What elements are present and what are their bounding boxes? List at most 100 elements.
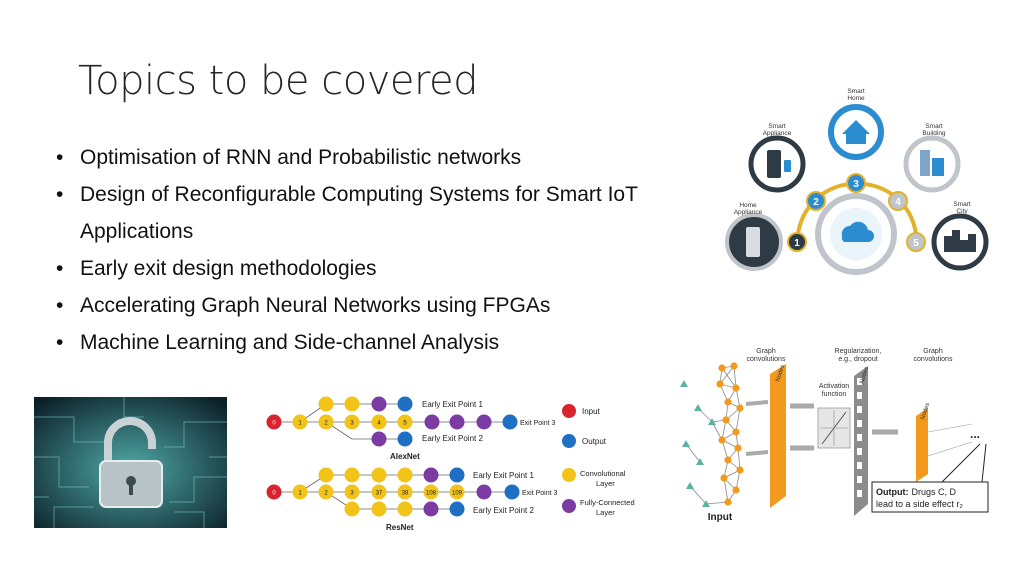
connector [927, 441, 973, 457]
city-icon [944, 230, 976, 252]
graph-node-triangle [680, 380, 688, 387]
graph-node [732, 486, 740, 494]
graph-node [730, 362, 738, 370]
arrow [745, 450, 769, 456]
badge-5: 5 [906, 232, 926, 252]
smart-fridge-icon [767, 150, 781, 178]
conv-node: 4 [371, 414, 387, 430]
fc-node [424, 414, 440, 430]
alexnet-exit1-label: Early Exit Point 1 [422, 400, 483, 409]
graph-node [718, 436, 726, 444]
conv-node [344, 467, 360, 483]
svg-text:3: 3 [853, 179, 859, 190]
dropout-holes [857, 378, 862, 497]
dropout-hole [857, 406, 862, 413]
svg-text:3: 3 [350, 491, 354, 497]
smart-appliance-node [748, 135, 806, 193]
graph-node-triangle [702, 500, 710, 507]
conv-node [397, 501, 413, 517]
alexnet-label: AlexNet [390, 452, 420, 461]
conv-node: 3 [344, 414, 360, 430]
input-node: 0 [266, 414, 282, 430]
svg-text:4: 4 [377, 421, 381, 427]
dropout-hole [857, 434, 862, 441]
svg-text:2: 2 [324, 421, 328, 427]
output-node [502, 414, 518, 430]
resnet-exit1-label: Early Exit Point 1 [473, 471, 534, 480]
fc-node [371, 431, 387, 447]
output-pointer [981, 443, 987, 483]
graph-node-triangle [694, 404, 702, 411]
legend-output-swatch [562, 434, 576, 448]
svg-text:1: 1 [298, 421, 302, 427]
legend-conv-swatch [562, 468, 576, 482]
lock-shackle [104, 417, 156, 463]
badge-4: 4 [888, 191, 908, 211]
output-node [449, 501, 465, 517]
fc-node [476, 414, 492, 430]
graph-node [734, 444, 742, 452]
conv-node: 1 [292, 484, 308, 500]
conv-node: 108 [423, 484, 439, 500]
ellipsis: ... [970, 427, 980, 441]
smart-city-node [931, 213, 989, 271]
bullet-item: •Design of Reconfigurable Computing Syst… [56, 176, 716, 250]
graph-node-triangle [708, 418, 716, 425]
svg-text:2: 2 [324, 491, 328, 497]
graph-node-triangle [682, 440, 690, 447]
bullet-item: •Accelerating Graph Neural Networks usin… [56, 287, 716, 324]
cloud-icon [841, 221, 874, 242]
fc-node [449, 414, 465, 430]
smart-building-node [903, 135, 961, 193]
graph-node [722, 416, 730, 424]
bullet-marker: • [56, 183, 64, 206]
resnet-exit2-label: Early Exit Point 2 [473, 506, 534, 515]
conv-node [371, 467, 387, 483]
conv-node [318, 467, 334, 483]
bullet-marker: • [56, 331, 64, 354]
legend-input-label: Input [582, 407, 601, 416]
smart-home-node [828, 104, 884, 160]
conv-node: 2 [318, 414, 334, 430]
bullet-item: •Optimisation of RNN and Probabilistic n… [56, 139, 716, 176]
dropout-hole [857, 448, 862, 455]
fc-node [423, 501, 439, 517]
house-icon [842, 120, 870, 144]
nodes-label-3: Nodes [920, 402, 931, 420]
graph-conv-layer-2 [916, 408, 928, 482]
badge-3: 3 [846, 173, 866, 193]
graph-conv-layer-1 [770, 364, 786, 508]
bullet-item: •Machine Learning and Side-channel Analy… [56, 324, 716, 361]
svg-text:5: 5 [913, 238, 919, 249]
output-pointer [941, 443, 981, 483]
conv-node [371, 501, 387, 517]
padlock-photo [34, 397, 227, 528]
bullet-item: •Early exit design methodologies [56, 250, 716, 287]
legend-fc-swatch [562, 499, 576, 513]
dropout-hole [857, 378, 862, 385]
output-node [449, 467, 465, 483]
alexnet-exit2-label: Early Exit Point 2 [422, 434, 483, 443]
output-node [397, 396, 413, 412]
svg-text:2: 2 [813, 197, 819, 208]
svg-text:0: 0 [272, 421, 276, 427]
graph-node-triangle [696, 458, 704, 465]
output-node [504, 484, 520, 500]
graph-edges [685, 365, 741, 505]
alexnet-exit3-label: Exit Point 3 [520, 420, 556, 427]
conv-node [318, 396, 334, 412]
legend-output-label: Output [582, 437, 607, 446]
svg-text:3: 3 [350, 421, 354, 427]
